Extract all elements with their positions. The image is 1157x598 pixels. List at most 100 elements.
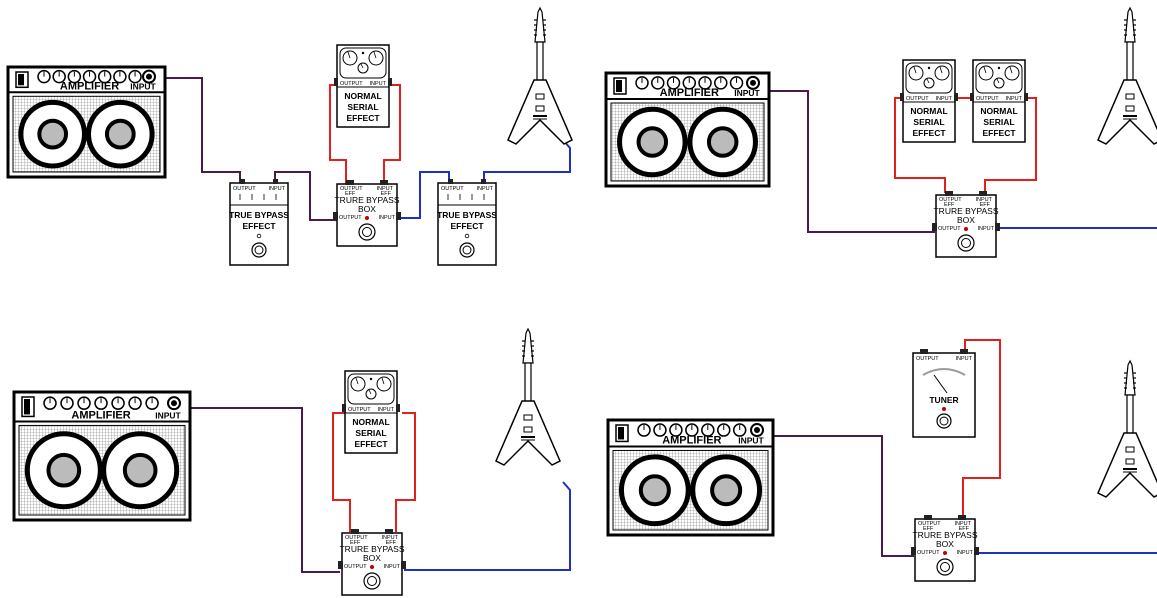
- guitar: [1097, 6, 1157, 145]
- output-jack-icon: [342, 404, 346, 412]
- input-jack-icon: [401, 561, 406, 569]
- pedal-label: NORMAL: [980, 106, 1017, 116]
- pickup-icon: [535, 105, 545, 112]
- cable-loop-send: [332, 412, 351, 532]
- input-jack-hole: [750, 79, 756, 86]
- output-eff-label: OUTPUT: [345, 535, 368, 541]
- output-eff-jack-icon: [346, 180, 354, 185]
- guitar: [495, 327, 561, 466]
- power-switch-rocker: [616, 80, 622, 92]
- speaker-dustcap: [104, 118, 136, 150]
- pedal-label: NORMAL: [352, 417, 389, 427]
- led-icon: [997, 66, 1001, 70]
- output-label: OUTPUT: [917, 550, 940, 556]
- input-label: INPUT: [956, 356, 973, 362]
- guitar-body-icon: [1097, 432, 1157, 498]
- pickup-icon: [535, 93, 545, 100]
- eff-label: EFF: [386, 540, 397, 546]
- guitar-neck: [1126, 394, 1134, 436]
- input-jack-hole: [754, 427, 760, 434]
- amp-input-label: INPUT: [155, 410, 181, 420]
- input-jack-icon: [388, 78, 392, 86]
- led-icon: [964, 227, 968, 231]
- power-switch-rocker: [618, 427, 624, 440]
- box-label: TRURE BYPASS: [339, 544, 404, 554]
- footswitch-inner: [462, 245, 472, 255]
- pedal-label: EFFECT: [354, 439, 388, 449]
- output-label: OUTPUT: [916, 356, 939, 362]
- meter-scale: [922, 368, 966, 376]
- pedal-label: NORMAL: [910, 106, 947, 116]
- input-eff-jack-icon: [958, 515, 966, 520]
- speaker-dustcap: [636, 126, 669, 158]
- cable-amp: [150, 77, 241, 185]
- output-jack-icon: [333, 212, 338, 220]
- footswitch-inner: [939, 416, 949, 426]
- pickup-icon: [523, 426, 533, 433]
- speaker-dustcap: [46, 452, 82, 488]
- output-eff-label: OUTPUT: [340, 186, 363, 192]
- pedal-label: EFFECT: [912, 128, 946, 138]
- amp-input-label: INPUT: [130, 81, 156, 91]
- knob-pointer: [983, 66, 987, 74]
- output-label: OUTPUT: [976, 96, 999, 102]
- input-label: INPUT: [978, 226, 995, 232]
- knob-pointer: [913, 66, 917, 74]
- cable-guitar: [398, 171, 450, 219]
- cable-amp: [768, 435, 914, 557]
- pedal-label: EFFECT: [346, 113, 380, 123]
- speaker-dustcap: [37, 118, 69, 150]
- led-icon: [942, 407, 946, 411]
- speaker-dustcap: [710, 474, 743, 507]
- power-switch-rocker: [24, 399, 30, 415]
- output-jack-icon: [334, 78, 338, 86]
- cable-guitar: [483, 139, 571, 185]
- eff-label: EFF: [944, 202, 955, 208]
- cable-loop-return: [383, 84, 401, 186]
- footswitch-inner: [254, 245, 264, 255]
- input-eff-jack-icon: [385, 529, 393, 534]
- input-label: INPUT: [379, 215, 396, 221]
- input-jack-icon: [396, 212, 401, 220]
- guitar-headstock-icon: [534, 6, 546, 43]
- output-jack-icon: [240, 179, 245, 184]
- input-label: INPUT: [378, 407, 395, 413]
- led-icon: [361, 51, 365, 55]
- pedal-label: EFFECT: [242, 221, 276, 231]
- input-jack-icon: [954, 93, 958, 101]
- knob-pointer: [381, 377, 385, 385]
- amp-label: AMPLIFIER: [60, 80, 119, 92]
- input-label: INPUT: [957, 550, 974, 556]
- footswitch-inner: [961, 238, 971, 248]
- output-eff-label: OUTPUT: [918, 521, 941, 527]
- eff-label: EFF: [923, 526, 934, 532]
- eff-label: EFF: [959, 526, 970, 532]
- eff-label: EFF: [350, 540, 361, 546]
- guitar-body-icon: [1097, 79, 1157, 145]
- input-jack-hole: [171, 400, 177, 407]
- cable-loop-send: [894, 97, 946, 193]
- output-jack-icon: [900, 93, 904, 101]
- box-label: BOX: [936, 539, 954, 549]
- output-jack-icon: [932, 223, 937, 231]
- input-eff-label: INPUT: [955, 521, 972, 527]
- output-jack-icon: [970, 93, 974, 101]
- cable-loop-return: [395, 412, 416, 532]
- output-jack-icon: [920, 349, 928, 354]
- power-switch-rocker: [18, 74, 24, 86]
- input-label: INPUT: [477, 186, 494, 192]
- output-jack-icon: [338, 561, 343, 569]
- cable-guitar: [404, 481, 571, 571]
